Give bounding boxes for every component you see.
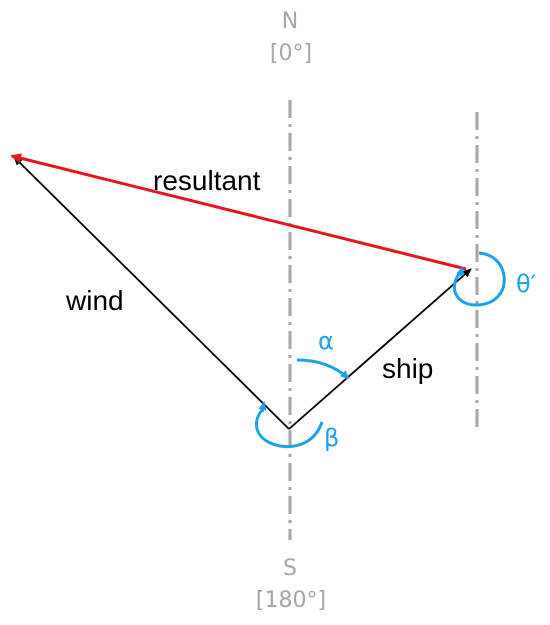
theta-prime-angle-arc xyxy=(452,251,506,307)
wind-vector xyxy=(13,156,290,430)
alpha-angle-arc xyxy=(296,358,350,380)
beta-angle-arrow xyxy=(258,401,267,413)
theta-prime-angle-arrow xyxy=(456,266,465,277)
beta-angle-arc xyxy=(255,409,324,449)
alpha-label: α xyxy=(318,327,334,355)
wind-label: wind xyxy=(65,285,124,316)
north-label: N xyxy=(282,9,298,34)
theta-prime-label: θ′ xyxy=(516,270,536,298)
ship-vector xyxy=(288,268,472,430)
ship-label: ship xyxy=(382,353,433,384)
south-label: S xyxy=(283,556,297,581)
beta-label: β xyxy=(324,424,339,452)
resultant-label: resultant xyxy=(153,165,261,196)
resultant-vector xyxy=(10,153,467,271)
north-bearing: [0°] xyxy=(270,41,312,66)
south-bearing: [180°] xyxy=(256,588,326,613)
